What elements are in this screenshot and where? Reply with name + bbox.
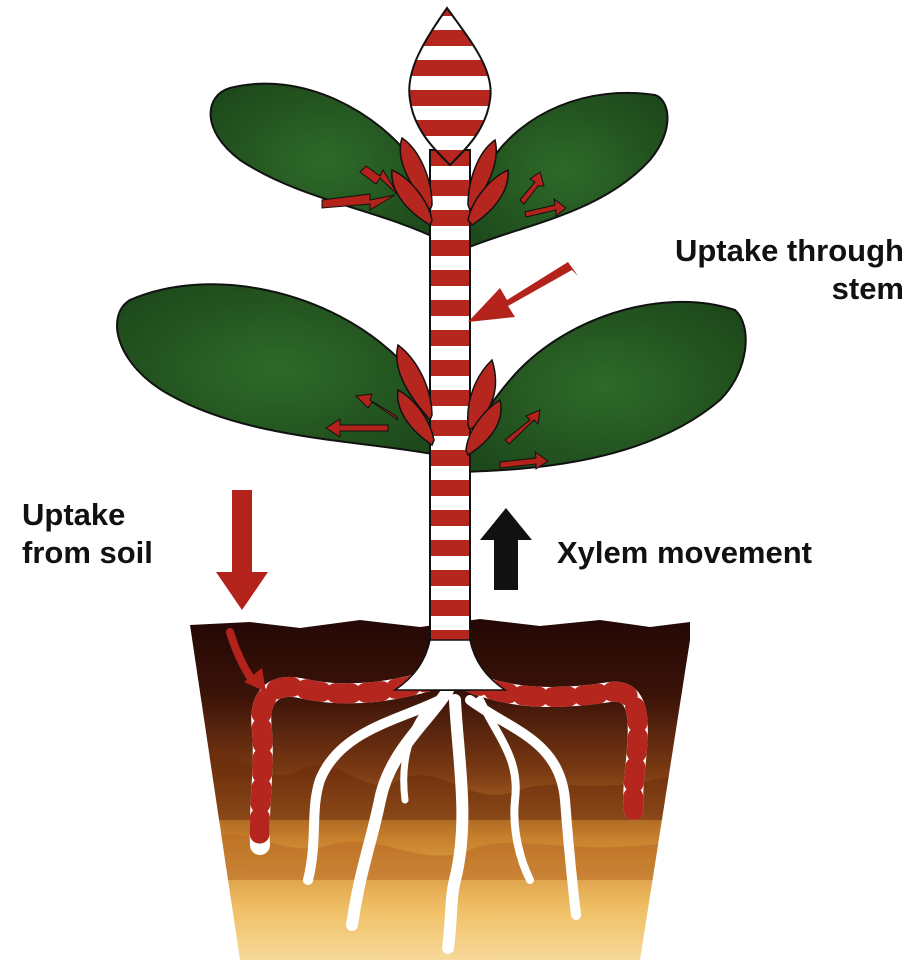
- stem-uptake-arrow: [468, 262, 578, 322]
- label-soil-line1: Uptake: [22, 496, 153, 534]
- label-soil-line2: from soil: [22, 534, 153, 572]
- label-uptake-from-soil: Uptake from soil: [22, 496, 153, 572]
- leaf-lower-right: [462, 302, 746, 472]
- label-xylem-movement: Xylem movement: [557, 534, 812, 572]
- top-bud: [409, 8, 490, 165]
- xylem-arrow: [480, 508, 532, 590]
- label-stem-line1: Uptake through: [608, 232, 904, 270]
- soil-uptake-arrow: [216, 490, 268, 610]
- leaf-lower-left: [117, 284, 438, 455]
- label-uptake-through-stem: Uptake through stem: [608, 232, 904, 308]
- label-stem-line2: stem: [608, 270, 904, 308]
